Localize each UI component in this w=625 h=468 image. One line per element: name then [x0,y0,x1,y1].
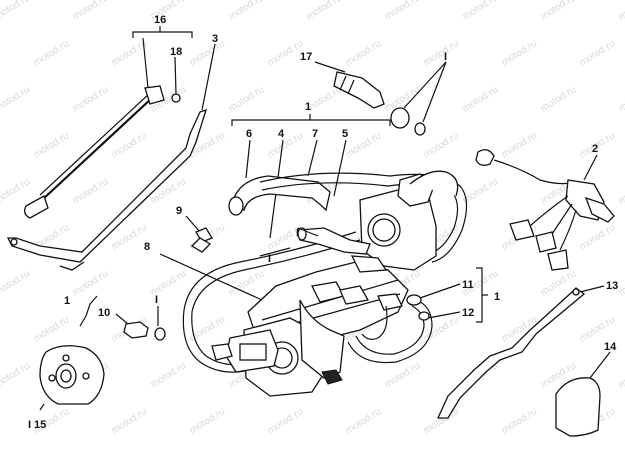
watermark-text: motod.ru [578,222,617,252]
watermark-text: motod.ru [32,130,71,160]
watermark-text: motod.ru [0,0,32,23]
watermark-text: motod.ru [0,84,32,114]
watermark-text: motod.ru [227,0,266,23]
label-5: 5 [342,128,348,140]
mounting-bracket [6,43,216,271]
label-7: 7 [312,128,318,140]
watermark-text: motod.ru [266,130,305,160]
watermark-text: motod.ru [539,0,578,23]
label-i-left: I [155,294,158,306]
watermark-text: motod.ru [617,0,625,23]
watermark-text: motod.ru [500,130,539,160]
watermark-text: motod.ru [500,38,539,68]
watermark-text: motod.ru [539,84,578,114]
watermark-text: motod.ru [227,84,266,114]
wiring-harness-2 [475,149,615,271]
watermark-text: motod.ru [344,38,383,68]
label-i-oring-top: I [444,51,447,63]
watermark-text: motod.ru [617,360,625,390]
cable-link-assembly [24,26,193,219]
label-2: 2 [592,143,598,155]
watermark-text: motod.ru [461,0,500,23]
watermark-text: motod.ru [305,0,344,23]
watermark-text: motod.ru [383,0,422,23]
label-16: 16 [154,14,166,26]
label-17: 17 [300,51,312,63]
label-1-right: 1 [494,291,500,303]
watermark-text: motod.ru [0,360,32,390]
bracket-11-12 [419,267,488,323]
watermark-text: motod.ru [188,314,227,344]
watermark-text: motod.ru [32,314,71,344]
watermark-text: motod.ru [422,38,461,68]
watermark-text: motod.ru [461,84,500,114]
watermark-text: motod.ru [578,38,617,68]
label-11: 11 [462,279,474,291]
watermark-text: motod.ru [500,406,539,436]
watermark-text: motod.ru [0,176,32,206]
watermark-text: motod.ru [383,360,422,390]
watermark-text: motod.ru [266,406,305,436]
label-1-left: 1 [64,295,70,307]
watermark-text: motod.ru [71,268,110,298]
watermark-text: motod.ru [71,176,110,206]
label-1-top: 1 [305,101,311,113]
label-18: 18 [170,46,182,58]
label-4: 4 [278,128,285,140]
cover-14 [555,351,611,437]
watermark-text: motod.ru [32,38,71,68]
watermark-text: motod.ru [578,314,617,344]
label-i-gasket: I [28,419,31,431]
label-15: 15 [34,419,46,431]
watermark-text: motod.ru [617,84,625,114]
watermark-text: motod.ru [188,38,227,68]
throttle-body-assembly [211,170,459,397]
watermark-text: motod.ru [71,84,110,114]
fuel-injector [314,61,447,136]
gasket-plate-15 [39,345,105,411]
label-9: 9 [176,205,182,217]
watermark-text: motod.ru [617,176,625,206]
label-10: 10 [98,307,110,319]
watermark-text: motod.ru [422,130,461,160]
watermark-text: motod.ru [71,0,110,23]
watermark-text: motod.ru [344,406,383,436]
label-8: 8 [144,241,150,253]
bracket-strip-13 [436,285,605,419]
assembly-bracket-1 [231,114,391,126]
watermark-text: motod.ru [0,268,32,298]
label-13: 13 [606,280,618,292]
callout-labels: 16 18 3 17 I 1 6 4 7 5 2 9 I 8 I 11 1 12… [28,14,618,431]
watermark-text: motod.ru [110,406,149,436]
watermark-text: motod.ru [188,406,227,436]
watermark-text: motod.ru [149,360,188,390]
label-12: 12 [462,307,474,319]
label-14: 14 [604,341,617,353]
nipple-fitting-10 [79,295,166,341]
label-i-mid: I [296,227,299,239]
label-6: 6 [246,128,252,140]
watermark-text: motod.ru [344,130,383,160]
label-i-hose: I [268,253,271,265]
bleed-screw-9 [159,215,319,301]
watermark-text: motod.ru [110,130,149,160]
label-3: 3 [212,33,218,45]
